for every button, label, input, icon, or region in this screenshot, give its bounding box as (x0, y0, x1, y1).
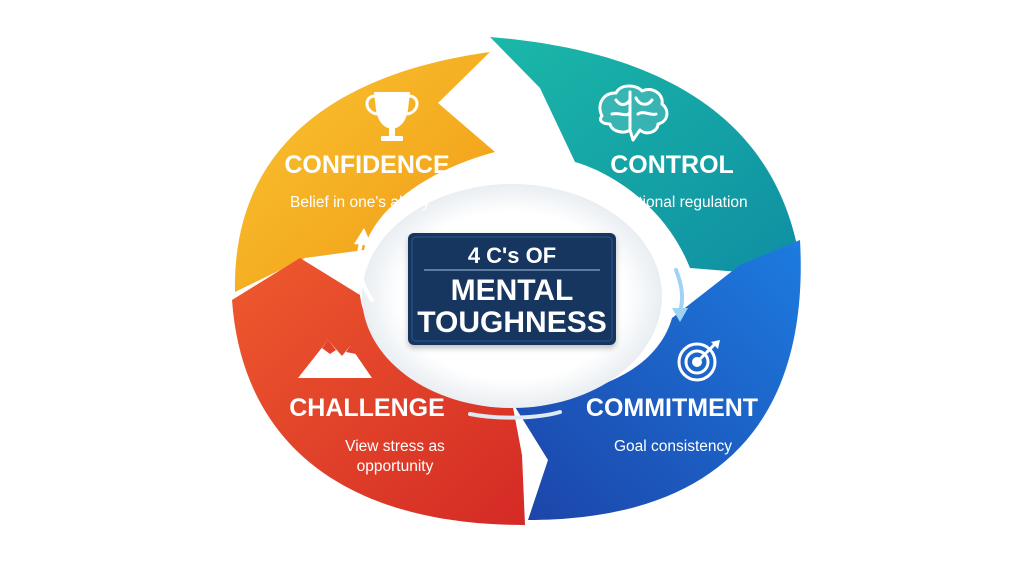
segment-title-control: CONTROL (610, 151, 734, 179)
brain-icon (598, 84, 669, 142)
segment-desc-challenge-line-1: View stress as (345, 438, 445, 455)
arrow-control-to-commitment (674, 268, 685, 314)
title-line-3: TOUGHNESS (417, 306, 606, 339)
mountain-icon (298, 340, 372, 378)
arrow-head-confidence (354, 228, 372, 246)
segment-title-confidence: CONFIDENCE (284, 151, 449, 179)
segment-confidence (234, 52, 495, 292)
cycle-arrows (354, 170, 688, 420)
title-box-border (411, 236, 613, 342)
segment-control (490, 37, 798, 272)
arrow-challenge-to-confidence (356, 238, 374, 302)
arrow-commitment-to-challenge (468, 410, 562, 420)
segment-desc-challenge-line-2: opportunity (357, 458, 434, 475)
segment-desc-control: Emotional regulation (606, 194, 747, 211)
trophy-icon (365, 92, 419, 141)
segment-title-challenge: CHALLENGE (289, 394, 445, 422)
title-box-bg (408, 233, 616, 345)
segment-challenge (232, 258, 525, 525)
title-box (408, 233, 616, 345)
arrow-head-control (590, 172, 604, 190)
segment-commitment (512, 240, 801, 520)
target-icon (677, 340, 720, 382)
title-line-2: MENTAL (451, 274, 574, 307)
segment-desc-confidence: Belief in one's ability (290, 194, 430, 211)
arrow-head-commitment (672, 308, 688, 322)
segment-desc-commitment: Goal consistency (614, 438, 732, 455)
arrow-confidence-to-control (530, 170, 592, 182)
segment-title-commitment: COMMITMENT (586, 394, 758, 422)
title-line-1: 4 C's OF (468, 243, 556, 268)
